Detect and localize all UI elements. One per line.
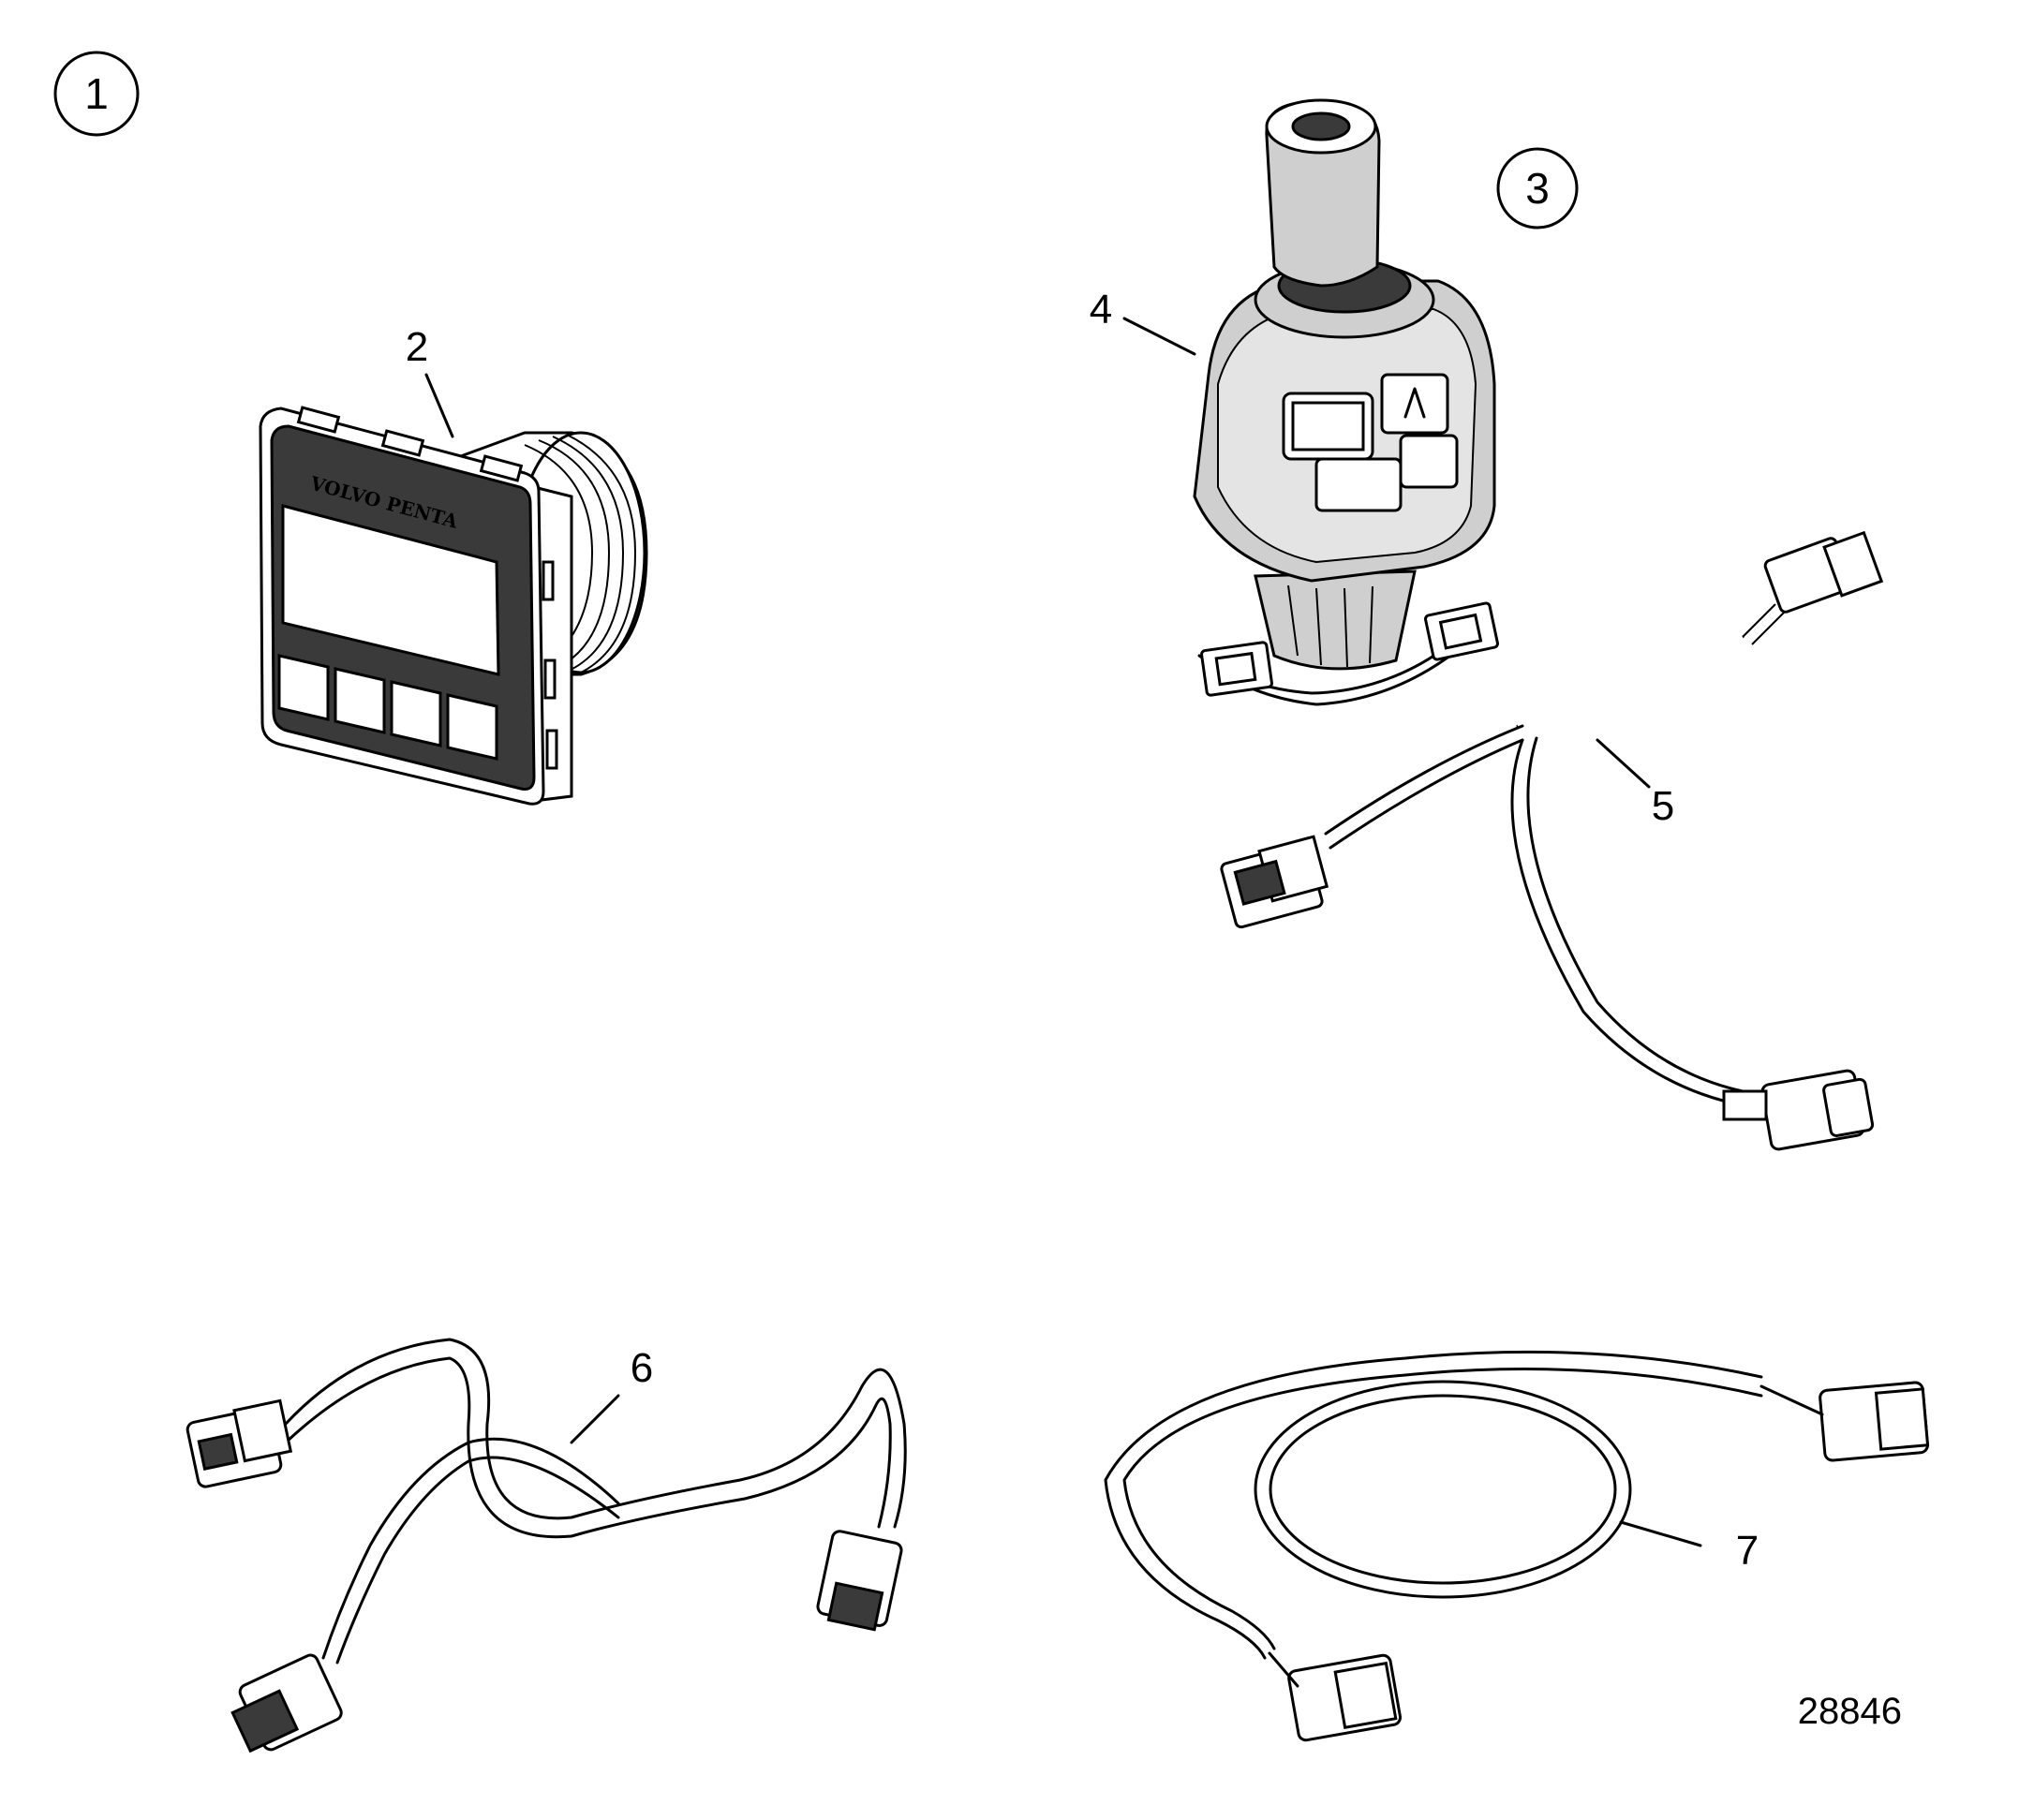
callout-item-2: 2 [406,324,454,438]
callout-item-6-text: 6 [631,1345,653,1391]
joystick [1193,98,1499,706]
callout-item-6: 6 [570,1345,653,1444]
callout-item-7: 7 [1619,1520,1759,1574]
joystick-button-4 [1399,434,1459,489]
harness-y-cable [1220,530,1884,1151]
display-softkey-1 [277,654,330,721]
callout-item-7-text: 7 [1736,1528,1759,1574]
callout-item-2-text: 2 [406,324,428,370]
display-softkey-4 [446,693,498,761]
display-unit: VOLVO PENTA [259,406,648,806]
joystick-button-3 [1314,457,1403,512]
callout-item-4-text: 4 [1090,287,1112,333]
drawing-number: 28846 [1798,1691,1902,1732]
callout-group-3: 3 [1496,147,1579,229]
callout-item-4: 4 [1090,287,1196,356]
callout-group-1: 1 [53,51,140,137]
callout-item-5-text: 5 [1652,783,1674,829]
callout-group-1-text: 1 [84,69,109,118]
extension-cable [1104,1350,1930,1742]
joystick-button-2 [1380,373,1449,435]
arrow-up-icon [1403,387,1426,419]
callout-group-3-text: 3 [1525,164,1550,213]
display-softkey-2 [334,667,386,734]
harness-three-way [186,1338,907,1753]
display-softkey-3 [390,680,442,747]
callout-item-5: 5 [1596,738,1674,829]
